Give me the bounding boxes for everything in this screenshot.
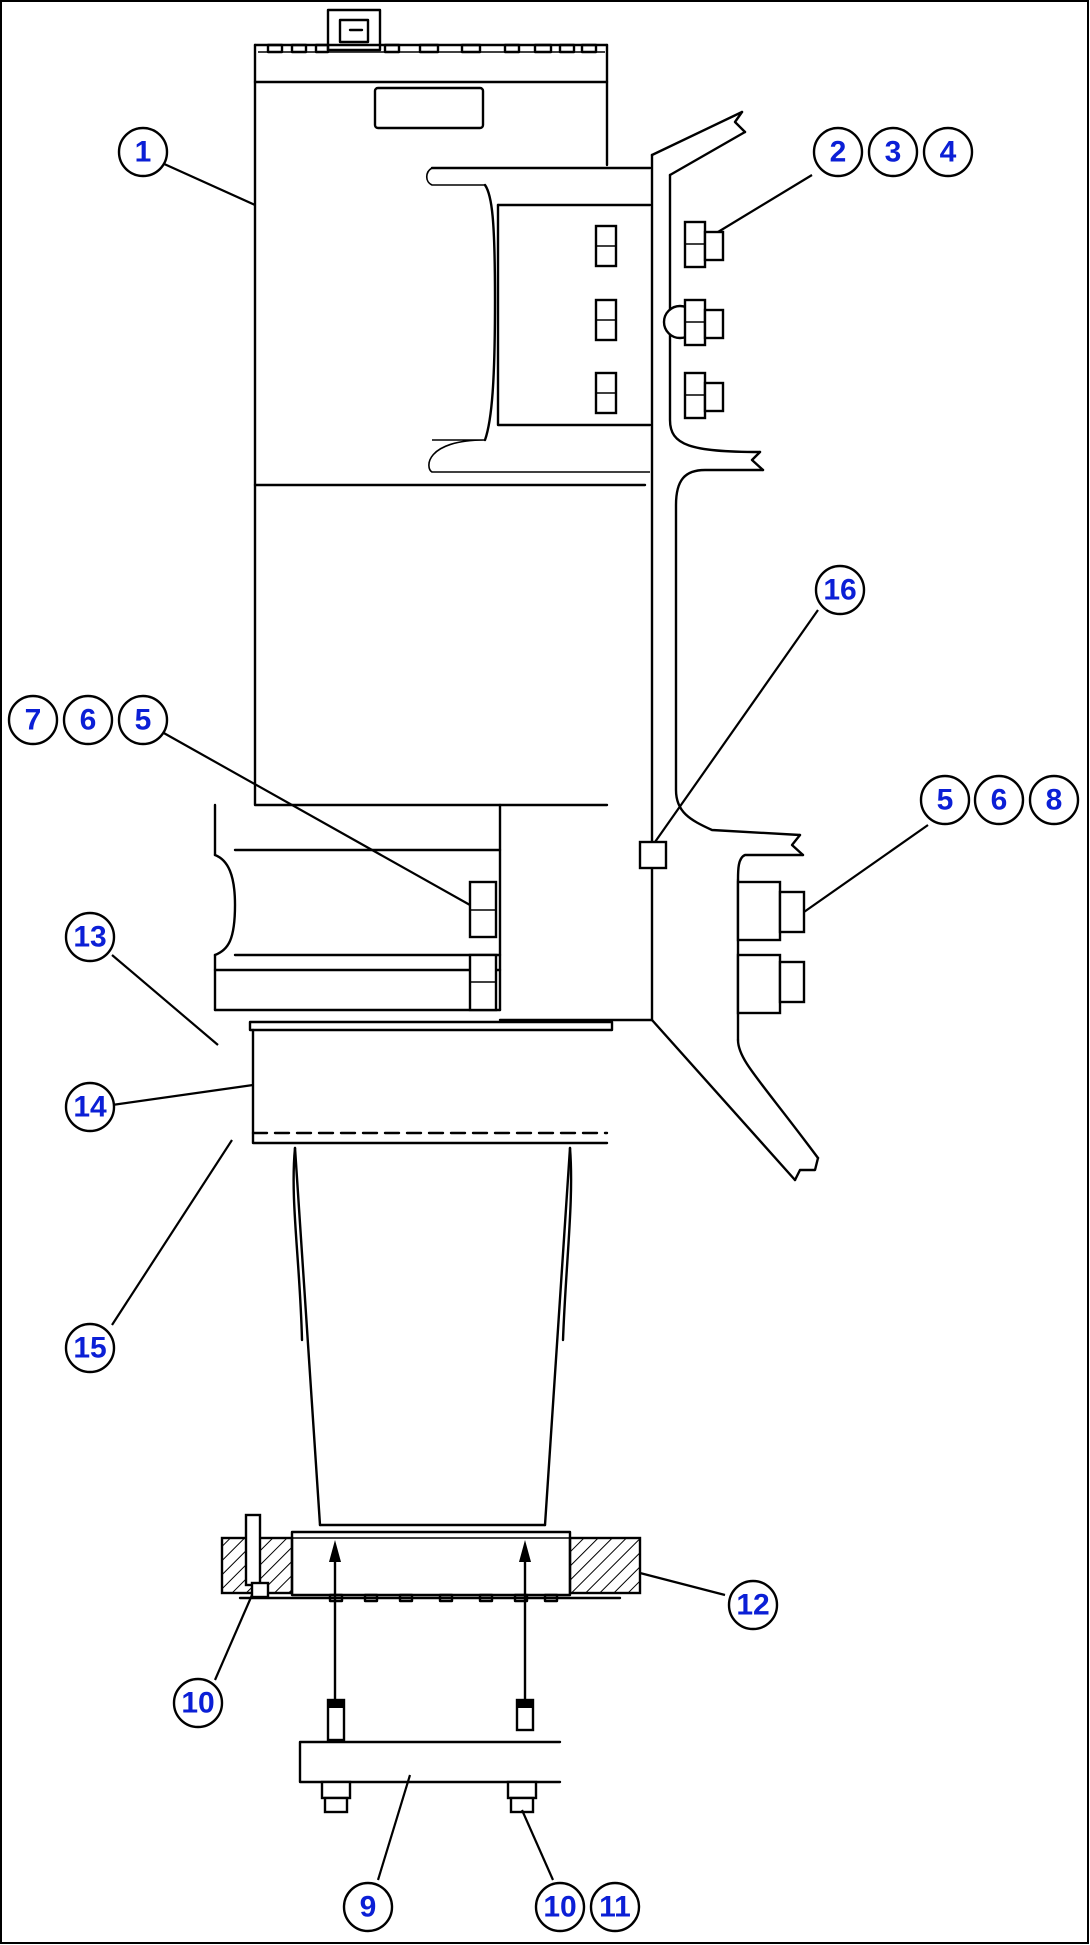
callout-1: 1 [117, 126, 169, 178]
svg-text:5: 5 [135, 704, 152, 737]
svg-text:3: 3 [885, 136, 902, 169]
callout-15: 15 [64, 1322, 116, 1374]
svg-text:1: 1 [135, 136, 152, 169]
callout-8: 8 [1028, 774, 1080, 826]
svg-text:11: 11 [599, 1891, 631, 1924]
svg-text:10: 10 [543, 1891, 576, 1924]
callout-5-left: 5 [117, 694, 169, 746]
svg-text:9: 9 [360, 1891, 377, 1924]
svg-text:7: 7 [25, 704, 42, 737]
svg-text:8: 8 [1046, 784, 1063, 817]
install-arrows [329, 1540, 531, 1702]
svg-text:16: 16 [823, 574, 856, 607]
leader-lines [111, 161, 929, 1881]
pump-flange-item-12 [220, 1513, 642, 1603]
svg-text:12: 12 [736, 1589, 769, 1622]
svg-text:5: 5 [937, 784, 954, 817]
plug-item-16 [638, 840, 668, 870]
motor-housing [253, 43, 652, 807]
svg-text:13: 13 [73, 921, 106, 954]
callout-4: 4 [922, 126, 974, 178]
callout-12: 12 [727, 1579, 779, 1631]
callout-7: 7 [7, 694, 59, 746]
taper-shaft-item-15 [292, 1146, 573, 1527]
adapter-flange [213, 803, 654, 1022]
callout-6-left: 6 [62, 694, 114, 746]
spacer-item-14 [251, 1028, 609, 1145]
callout-13: 13 [64, 911, 116, 963]
callout-5-right: 5 [919, 774, 971, 826]
svg-text:2: 2 [830, 136, 847, 169]
svg-text:6: 6 [80, 704, 97, 737]
callout-16: 16 [814, 564, 866, 616]
gasket-item-13 [248, 1020, 614, 1032]
plate-bolts-upper [662, 220, 725, 420]
callout-6-right: 6 [973, 774, 1025, 826]
callout-14: 14 [64, 1081, 116, 1133]
callout-2: 2 [812, 126, 864, 178]
svg-text:6: 6 [991, 784, 1008, 817]
callout-10-bottom: 10 [534, 1881, 586, 1933]
callout-9: 9 [342, 1881, 394, 1933]
bracket-bolts-inner [594, 224, 618, 415]
callout-3: 3 [867, 126, 919, 178]
svg-text:4: 4 [940, 136, 957, 169]
svg-text:15: 15 [73, 1332, 106, 1365]
callout-10-left: 10 [172, 1677, 224, 1729]
svg-text:14: 14 [73, 1091, 107, 1124]
flange-bolts-right [736, 880, 806, 1015]
callout-11: 11 [589, 1881, 641, 1933]
top-connector [326, 8, 382, 52]
svg-text:10: 10 [181, 1687, 214, 1720]
tool-plate-item-9 [298, 1698, 562, 1814]
flange-bolts-left [468, 880, 498, 1012]
